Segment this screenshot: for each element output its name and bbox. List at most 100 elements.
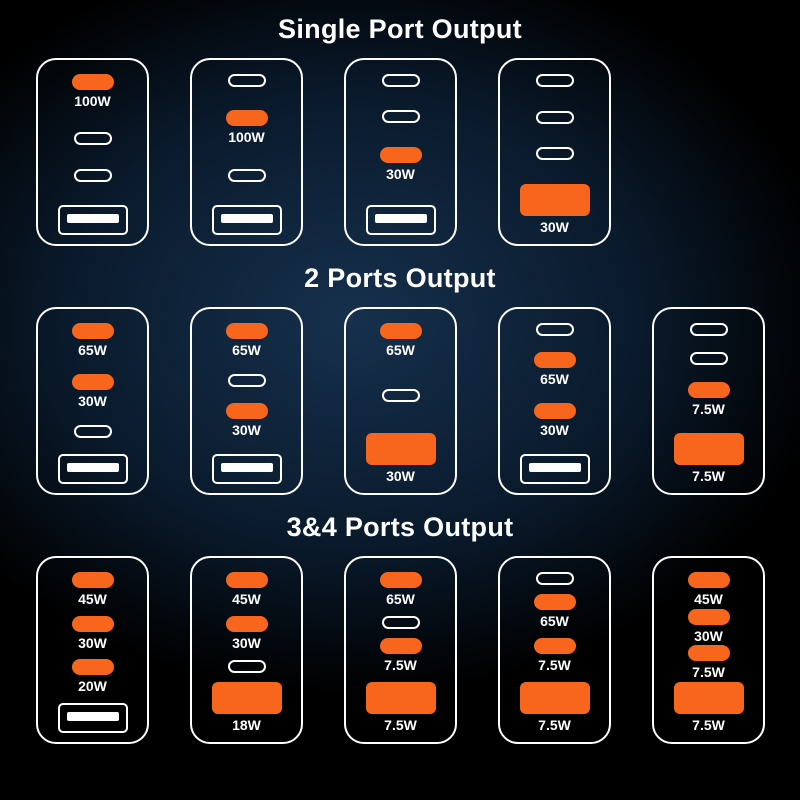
usb-c-port-inactive xyxy=(73,425,112,439)
usb-a-pin-bar xyxy=(528,463,581,472)
usb-a-port-active xyxy=(673,432,744,465)
port-wattage-label: 30W xyxy=(540,218,569,235)
usb-c-port-group xyxy=(381,389,420,402)
usb-c-port-inactive xyxy=(689,323,728,336)
usb-a-port-group: 18W xyxy=(211,681,282,733)
usb-c-port-group: 30W xyxy=(71,615,114,651)
usb-c-port-active xyxy=(687,381,730,398)
usb-a-pin-bar xyxy=(66,213,119,223)
usb-c-port-inactive xyxy=(381,110,420,124)
usb-c-port-group: 30W xyxy=(687,608,730,644)
usb-c-port-group xyxy=(227,660,266,673)
usb-c-port-group: 7.5W xyxy=(533,637,576,673)
usb-c-port-active xyxy=(533,593,576,610)
usb-a-port-active xyxy=(211,681,282,714)
usb-c-port-group: 30W xyxy=(71,374,114,409)
charger-outline: 30W xyxy=(344,58,457,246)
usb-c-port-inactive xyxy=(227,660,266,673)
charger-outline: 100W xyxy=(36,58,149,246)
usb-c-port-inactive xyxy=(227,74,266,87)
usb-c-port-group: 30W xyxy=(225,616,268,651)
usb-a-port-group: 30W xyxy=(365,432,436,484)
port-wattage-label: 65W xyxy=(78,342,107,358)
usb-c-port-group: 65W xyxy=(71,323,114,358)
port-wattage-label: 7.5W xyxy=(538,656,571,673)
port-wattage-label: 7.5W xyxy=(384,716,417,733)
usb-c-port-inactive xyxy=(535,147,574,161)
usb-a-port-group xyxy=(57,702,128,733)
usb-a-pin-bar xyxy=(374,213,427,223)
usb-a-port-inactive xyxy=(57,204,128,235)
usb-c-port-active xyxy=(379,323,422,339)
section-title: 2 Ports Output xyxy=(304,263,496,293)
usb-a-port-group xyxy=(519,454,590,484)
port-wattage-label: 20W xyxy=(78,678,107,695)
usb-c-port-active xyxy=(71,659,114,676)
usb-c-port-group: 45W xyxy=(687,572,730,607)
port-wattage-label: 7.5W xyxy=(692,716,725,733)
usb-c-port-group: 30W xyxy=(225,402,268,438)
port-wattage-label: 30W xyxy=(386,467,415,484)
port-wattage-label: 100W xyxy=(74,93,111,109)
usb-c-port-group: 65W xyxy=(225,323,268,358)
usb-c-port-inactive xyxy=(535,110,574,124)
port-wattage-label: 65W xyxy=(386,342,415,358)
usb-a-port-inactive xyxy=(211,454,282,484)
port-wattage-label: 45W xyxy=(694,591,723,607)
usb-c-port-group xyxy=(535,572,574,585)
usb-c-port-active xyxy=(225,323,268,339)
port-wattage-label: 45W xyxy=(232,591,261,607)
port-wattage-label: 30W xyxy=(78,634,107,651)
port-wattage-label: 30W xyxy=(540,421,569,438)
usb-c-port-group xyxy=(689,352,728,366)
usb-c-port-group xyxy=(381,110,420,124)
usb-c-port-group: 7.5W xyxy=(687,645,730,680)
usb-c-port-active xyxy=(225,616,268,632)
usb-a-port-inactive xyxy=(57,702,128,733)
usb-c-port-inactive xyxy=(381,389,420,402)
usb-c-port-inactive xyxy=(689,352,728,366)
port-wattage-label: 65W xyxy=(232,342,261,358)
usb-c-port-group xyxy=(73,168,112,182)
usb-c-port-inactive xyxy=(73,168,112,182)
usb-c-port-group xyxy=(535,147,574,161)
usb-c-port-group: 30W xyxy=(379,146,422,182)
usb-c-port-inactive xyxy=(535,74,574,87)
usb-c-port-active xyxy=(687,645,730,662)
usb-c-port-group xyxy=(227,374,266,388)
usb-c-port-active xyxy=(71,615,114,632)
usb-c-port-group xyxy=(227,74,266,87)
section-title: 3&4 Ports Output xyxy=(286,512,514,542)
usb-c-port-active xyxy=(533,351,576,368)
usb-c-port-active xyxy=(379,637,422,654)
usb-c-port-active xyxy=(533,402,576,419)
usb-c-port-group xyxy=(535,110,574,124)
usb-c-port-inactive xyxy=(381,74,420,87)
usb-c-port-active xyxy=(687,608,730,625)
usb-c-port-group: 30W xyxy=(533,402,576,438)
usb-a-port-active xyxy=(519,681,590,714)
usb-c-port-group: 7.5W xyxy=(379,637,422,673)
usb-c-port-active xyxy=(687,572,730,588)
port-wattage-label: 7.5W xyxy=(538,716,571,733)
usb-a-pin-bar xyxy=(220,463,273,472)
port-wattage-label: 30W xyxy=(386,165,415,182)
usb-a-pin-bar xyxy=(66,463,119,472)
usb-a-port-active xyxy=(519,183,590,216)
usb-a-pin-bar xyxy=(66,711,119,721)
port-wattage-label: 7.5W xyxy=(692,467,725,484)
usb-c-port-active xyxy=(71,323,114,339)
usb-c-port-inactive xyxy=(73,132,112,146)
usb-c-port-group xyxy=(381,74,420,87)
usb-a-port-inactive xyxy=(57,454,128,484)
port-wattage-label: 7.5W xyxy=(692,400,725,417)
section-title: Single Port Output xyxy=(278,14,522,44)
